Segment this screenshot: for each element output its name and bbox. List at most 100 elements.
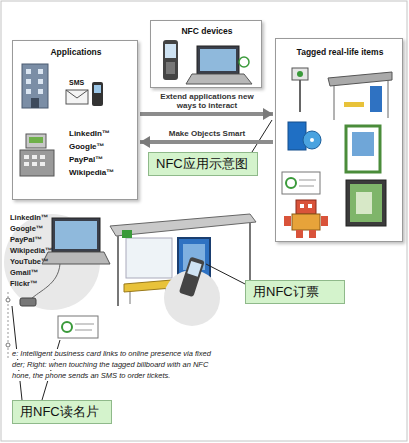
media-box-icon [303, 131, 321, 149]
building-icon [26, 69, 31, 74]
laptop-icon [55, 221, 97, 249]
business-card-icon [299, 180, 316, 181]
caption-line: hone, the phone sends an SMS to order ti… [12, 371, 170, 381]
phone-icon [179, 257, 205, 298]
building-icon [31, 98, 39, 108]
business-card-icon [75, 330, 92, 331]
robot-toy-icon [308, 204, 312, 208]
business-card-icon [286, 178, 296, 188]
framed-picture-icon [350, 184, 382, 222]
media-box-icon [310, 138, 314, 142]
nfc-reader-icon [20, 298, 36, 306]
cash-register-icon [24, 155, 29, 159]
shelter-icon [334, 86, 335, 120]
building-icon [22, 64, 48, 108]
arrow-label: Make Objects Smart [154, 129, 260, 138]
cash-register-icon [40, 155, 45, 159]
building-icon [38, 69, 43, 74]
business-card-icon [62, 322, 72, 332]
node-text: Applications [13, 47, 139, 57]
nfc-phone-icon [165, 44, 176, 58]
business-card-icon [282, 172, 320, 194]
robot-toy-icon [296, 230, 303, 238]
poster-icon [346, 126, 380, 172]
phone-icon [179, 257, 205, 298]
caption-line: e: Intelligent business card links to on… [12, 349, 211, 359]
framed-picture-icon [346, 180, 386, 226]
shelter-icon [328, 72, 392, 86]
selection-handle [6, 298, 10, 302]
business-card-icon [75, 324, 94, 325]
panel-box: NFC devices [150, 20, 262, 88]
shelter-icon [344, 102, 364, 107]
node-text: SMS [69, 79, 84, 86]
building-icon [26, 79, 31, 84]
node-text: 用NFC读名片 [20, 403, 99, 421]
building-icon [38, 79, 43, 84]
envelope-icon [66, 90, 88, 104]
laptop-icon [42, 218, 110, 264]
node-text: NFC devices [151, 26, 263, 36]
node-text: Tagged real-life items [276, 47, 404, 57]
flow-arrow [140, 140, 273, 144]
building-icon [22, 64, 48, 108]
app-list: LinkedIn™ Google™ PayPal™ Wikipedia™ You… [10, 212, 52, 289]
media-box-icon [288, 122, 321, 150]
nfc-laptop-icon [186, 46, 252, 84]
bus-stop-sign [297, 71, 303, 77]
business-card-icon [282, 172, 320, 194]
bus-stop-sign [292, 68, 308, 80]
laptop-icon [52, 218, 100, 252]
media-box-icon [288, 122, 306, 150]
nfc-phone-icon [163, 40, 178, 80]
phone-icon [92, 82, 103, 106]
node-text: NFC应用示意图 [156, 155, 248, 173]
phone-icon [92, 82, 103, 106]
panel-box: ApplicationsSMS LinkedIn™ Google™ PayPal™… [12, 40, 138, 200]
callout-box: 用NFC订票 [245, 280, 345, 304]
cash-register-icon [20, 150, 54, 176]
callout-box: NFC应用示意图 [148, 152, 258, 176]
bus-stop-sign [292, 68, 308, 112]
leader-line [206, 264, 247, 285]
business-card-icon [58, 316, 98, 338]
nfc-laptop-icon [197, 46, 239, 74]
cash-register-icon [24, 162, 29, 166]
bus-shelter-illustration [110, 214, 256, 306]
nfc-laptop-icon [239, 57, 249, 67]
panel-box: Tagged real-life items [275, 38, 403, 242]
robot-toy-icon [292, 214, 320, 230]
building-icon [26, 89, 31, 94]
node-text: 用NFC订票 [253, 283, 319, 301]
bus-shelter-illustration [130, 292, 131, 304]
poster-icon [352, 132, 374, 156]
framed-picture-icon [346, 180, 386, 226]
cash-register-icon [40, 162, 45, 166]
selection-handle [6, 343, 10, 347]
bus-shelter-illustration [124, 280, 172, 292]
shelter-icon [388, 80, 389, 118]
robot-toy-icon [300, 204, 304, 208]
bus-shelter-illustration [122, 230, 132, 238]
envelope-icon [66, 90, 88, 98]
robot-toy-icon [284, 216, 291, 226]
cash-register-icon [20, 134, 54, 176]
cash-register-icon [32, 155, 37, 159]
nfc-phone-icon [163, 40, 178, 80]
cash-register-icon [26, 134, 46, 148]
robot-toy-icon [284, 200, 328, 238]
envelope-icon [66, 90, 88, 104]
phone-icon [94, 85, 101, 93]
node-text: LinkedIn™ Google™ PayPal™ Wikipedia™ [69, 127, 114, 179]
nfc-laptop-icon [200, 49, 236, 71]
phone-icon [187, 261, 201, 277]
caption-line: der; Right: when touching the tagged bil… [12, 360, 208, 370]
bus-shelter-illustration [117, 236, 119, 306]
business-card-icon [58, 316, 98, 338]
business-card-icon [299, 186, 314, 187]
poster-icon [346, 126, 380, 172]
callout-box: 用NFC读名片 [12, 400, 112, 424]
arrow-label: Extend applications new ways to interact [154, 92, 260, 110]
